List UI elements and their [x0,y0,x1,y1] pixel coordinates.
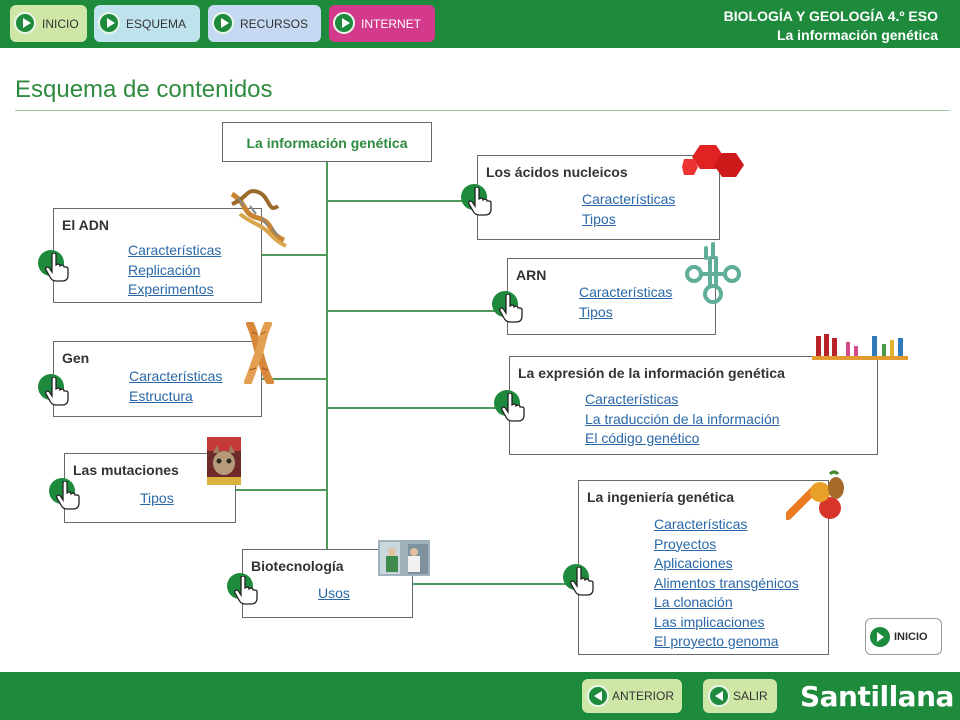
ingenieria-link-aplicaciones[interactable]: Aplicaciones [654,555,733,571]
arn-box: ARN Características Tipos [507,258,716,335]
mutaciones-link-tipos[interactable]: Tipos [140,490,174,506]
anterior-button[interactable]: ANTERIOR [582,679,682,713]
ingenieria-link-proyectos[interactable]: Proyectos [654,535,717,552]
expresion-link-caracteristicas[interactable]: Características [585,391,679,407]
expresion-link-traduccion[interactable]: La traducción de la información [585,410,780,427]
acidos-link-tipos[interactable]: Tipos [582,210,616,227]
play-arrow-icon [870,627,890,647]
bottom-bar [0,672,960,720]
nav-internet-button[interactable]: INTERNET [329,5,435,42]
arn-title: ARN [516,267,547,283]
hand-pointer-icon [468,187,492,216]
adn-link-replicacion[interactable]: Replicación [128,261,201,278]
molecule-hexagon-icon [682,145,744,177]
nav-label: INTERNET [361,17,421,31]
adn-link-experimentos[interactable]: Experimentos [128,281,214,297]
root-box: La información genética [222,122,432,162]
inicio-small-label: INICIO [894,631,928,643]
play-arrow-icon [333,12,355,34]
gen-link-estructura[interactable]: Estructura [129,387,193,404]
hand-pointer-icon [234,576,258,605]
adn-link-caracteristicas[interactable]: Características [128,242,222,258]
nav-label: ESQUEMA [126,17,187,31]
santillana-logo: Santillana [800,680,954,713]
arn-link-caracteristicas[interactable]: Características [579,284,673,300]
mutaciones-hand-button[interactable] [49,478,83,512]
biotecnologia-hand-button[interactable] [227,573,261,607]
acidos-box: Los ácidos nucleicos Características Tip… [477,155,720,240]
mutant-cat-photo-icon [207,437,241,485]
hand-pointer-icon [570,567,594,596]
play-arrow-icon [14,12,36,34]
nav-label: RECURSOS [240,17,309,31]
salir-button[interactable]: SALIR [703,679,777,713]
ingenieria-link-transgenicos[interactable]: Alimentos transgénicos [654,574,799,591]
mutaciones-title: Las mutaciones [73,462,179,478]
connector-acidos [327,200,477,202]
dna-helix-icon [230,189,287,248]
acidos-link-caracteristicas[interactable]: Características [582,191,676,207]
ingenieria-link-caracteristicas[interactable]: Características [654,516,748,532]
back-arrow-icon [708,685,730,707]
nav-recursos-button[interactable]: RECURSOS [208,5,321,42]
gen-title: Gen [62,350,90,366]
expresion-box: La expresión de la información genética … [509,356,878,455]
inicio-small-button[interactable]: INICIO [865,618,942,655]
unit-title: La información genética [776,27,938,43]
ingenieria-link-genoma[interactable]: El proyecto genoma [654,633,779,649]
expresion-title: La expresión de la información genética [518,365,785,381]
trna-icon [685,242,741,304]
arn-link-tipos[interactable]: Tipos [579,303,613,320]
hand-pointer-icon [56,481,80,510]
nav-esquema-button[interactable]: ESQUEMA [94,5,200,42]
gen-box: Gen Características Estructura [53,341,262,417]
root-title: La información genética [246,135,408,151]
play-arrow-icon [212,12,234,34]
connector-adn [262,254,327,256]
play-arrow-icon [98,12,120,34]
connector-arn [327,310,507,312]
ingenieria-link-implicaciones[interactable]: Las implicaciones [654,613,765,630]
hand-pointer-icon [45,253,69,282]
salir-label: SALIR [733,689,768,703]
hand-pointer-icon [45,377,69,406]
back-arrow-icon [587,685,609,707]
gen-hand-button[interactable] [38,374,72,408]
page-title: Esquema de contenidos [15,76,273,103]
adn-box: El ADN Características Replicación Exper… [53,208,262,303]
genetic-expression-bars-icon [812,334,908,360]
fruits-vegetables-icon [786,470,844,520]
acidos-title: Los ácidos nucleicos [486,164,628,180]
connector-mutaciones [236,489,327,491]
connector-expresion [327,407,509,409]
arn-hand-button[interactable] [492,291,526,325]
biotecnologia-title: Biotecnología [251,558,344,574]
title-divider [15,110,950,111]
adn-title: El ADN [62,217,109,233]
acidos-hand-button[interactable] [461,184,495,218]
expresion-hand-button[interactable] [494,390,528,424]
ingenieria-link-clonacion[interactable]: La clonación [654,594,733,610]
ingenieria-title: La ingeniería genética [587,489,735,505]
chromosome-icon [244,322,274,384]
expresion-link-codigo[interactable]: El código genético [585,430,700,446]
nav-inicio-button[interactable]: INICIO [10,5,87,42]
connector-ingenieria [413,583,578,585]
connector-gen [262,378,327,380]
hand-pointer-icon [501,393,525,422]
nav-label: INICIO [42,17,79,31]
lab-workers-photo-icon [378,540,430,576]
biotecnologia-link-usos[interactable]: Usos [318,585,350,601]
anterior-label: ANTERIOR [612,689,675,703]
ingenieria-hand-button[interactable] [563,564,597,598]
hand-pointer-icon [499,294,523,323]
ingenieria-box: La ingeniería genética Características P… [578,480,829,655]
tree-trunk [326,162,328,550]
adn-hand-button[interactable] [38,250,72,284]
gen-link-caracteristicas[interactable]: Características [129,368,223,384]
subject-title: BIOLOGÍA Y GEOLOGÍA 4.º ESO [723,8,938,24]
